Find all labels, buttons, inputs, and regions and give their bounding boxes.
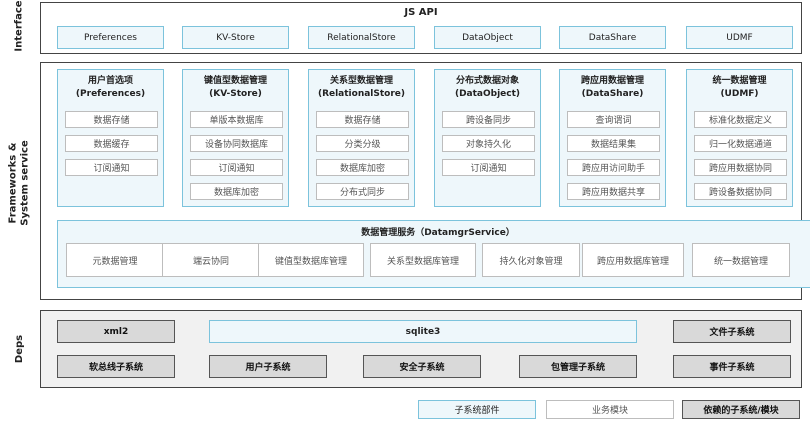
module-item: 对象持久化	[442, 135, 535, 152]
dep-file-subsystem: 文件子系统	[673, 320, 791, 343]
module-item: 跨应用访问助手	[567, 159, 660, 176]
layer-label-deps: Deps	[13, 334, 25, 364]
service-item: 统一数据管理	[692, 243, 790, 277]
legend-business-module: 业务模块	[546, 400, 674, 419]
module-item: 数据缓存	[65, 135, 158, 152]
api-kv-store: KV-Store	[182, 26, 289, 49]
module-item: 订阅通知	[442, 159, 535, 176]
dep-softbus-subsystem: 软总线子系统	[57, 355, 175, 378]
module-title: 分布式数据对象 (DataObject)	[454, 76, 521, 99]
legend-dependency: 依赖的子系统/模块	[682, 400, 800, 419]
module-item: 单版本数据库	[190, 111, 283, 128]
js-api-title: JS API	[404, 7, 438, 18]
dep-xml2: xml2	[57, 320, 175, 343]
module-item: 数据库加密	[190, 183, 283, 200]
service-item: 持久化对象管理	[482, 243, 580, 277]
module-item: 分布式同步	[316, 183, 409, 200]
module-item: 订阅通知	[190, 159, 283, 176]
module-item: 设备协同数据库	[190, 135, 283, 152]
service-title: 数据管理服务（DatamgrService）	[361, 228, 515, 238]
interface-layer: JS API Preferences KV-Store RelationalSt…	[40, 2, 802, 54]
deps-layer: xml2 sqlite3 文件子系统 软总线子系统 用户子系统 安全子系统 包管…	[40, 310, 802, 388]
api-preferences: Preferences	[57, 26, 164, 49]
layer-label-frameworks: Frameworks & System service	[8, 140, 31, 226]
module-kv-store: 键值型数据管理 (KV-Store) 单版本数据库 设备协同数据库 订阅通知 数…	[182, 69, 289, 207]
module-item: 跨设备同步	[442, 111, 535, 128]
dep-sqlite3: sqlite3	[209, 320, 637, 343]
module-title: 用户首选项 (Preferences)	[75, 76, 146, 99]
module-item: 数据存储	[65, 111, 158, 128]
module-item: 查询谓词	[567, 111, 660, 128]
module-item: 数据库加密	[316, 159, 409, 176]
module-item: 标准化数据定义	[694, 111, 787, 128]
service-item: 元数据管理	[66, 243, 164, 277]
service-item: 端云协同	[162, 243, 260, 277]
module-item: 数据结果集	[567, 135, 660, 152]
module-title: 跨应用数据管理 (DataShare)	[580, 76, 644, 99]
service-item: 键值型数据库管理	[258, 243, 364, 277]
dep-package-subsystem: 包管理子系统	[519, 355, 637, 378]
api-udmf: UDMF	[686, 26, 793, 49]
module-item: 数据存储	[316, 111, 409, 128]
dep-user-subsystem: 用户子系统	[209, 355, 327, 378]
datamgr-service: 数据管理服务（DatamgrService） 元数据管理 端云协同 键值型数据库…	[57, 220, 810, 288]
dep-security-subsystem: 安全子系统	[363, 355, 481, 378]
module-udmf: 统一数据管理 (UDMF) 标准化数据定义 归一化数据通道 跨应用数据协同 跨设…	[686, 69, 793, 207]
module-item: 跨应用数据协同	[694, 159, 787, 176]
module-item: 跨应用数据共享	[567, 183, 660, 200]
module-item: 归一化数据通道	[694, 135, 787, 152]
api-relational-store: RelationalStore	[308, 26, 415, 49]
module-preferences: 用户首选项 (Preferences) 数据存储 数据缓存 订阅通知	[57, 69, 164, 207]
service-item: 跨应用数据库管理	[582, 243, 684, 277]
module-title: 统一数据管理 (UDMF)	[712, 76, 767, 99]
dep-event-subsystem: 事件子系统	[673, 355, 791, 378]
layer-label-interface: Interface	[14, 0, 25, 52]
service-item: 关系型数据库管理	[370, 243, 476, 277]
module-data-share: 跨应用数据管理 (DataShare) 查询谓词 数据结果集 跨应用访问助手 跨…	[559, 69, 666, 207]
module-title: 关系型数据管理 (RelationalStore)	[317, 76, 406, 99]
module-item: 分类分级	[316, 135, 409, 152]
api-data-share: DataShare	[559, 26, 666, 49]
api-data-object: DataObject	[434, 26, 541, 49]
module-item: 跨设备数据协同	[694, 183, 787, 200]
frameworks-layer: 用户首选项 (Preferences) 数据存储 数据缓存 订阅通知 键值型数据…	[40, 62, 810, 300]
module-title: 键值型数据管理 (KV-Store)	[203, 76, 267, 99]
module-data-object: 分布式数据对象 (DataObject) 跨设备同步 对象持久化 订阅通知	[434, 69, 541, 207]
legend-subsystem-component: 子系统部件	[418, 400, 536, 419]
module-relational-store: 关系型数据管理 (RelationalStore) 数据存储 分类分级 数据库加…	[308, 69, 415, 207]
module-item: 订阅通知	[65, 159, 158, 176]
